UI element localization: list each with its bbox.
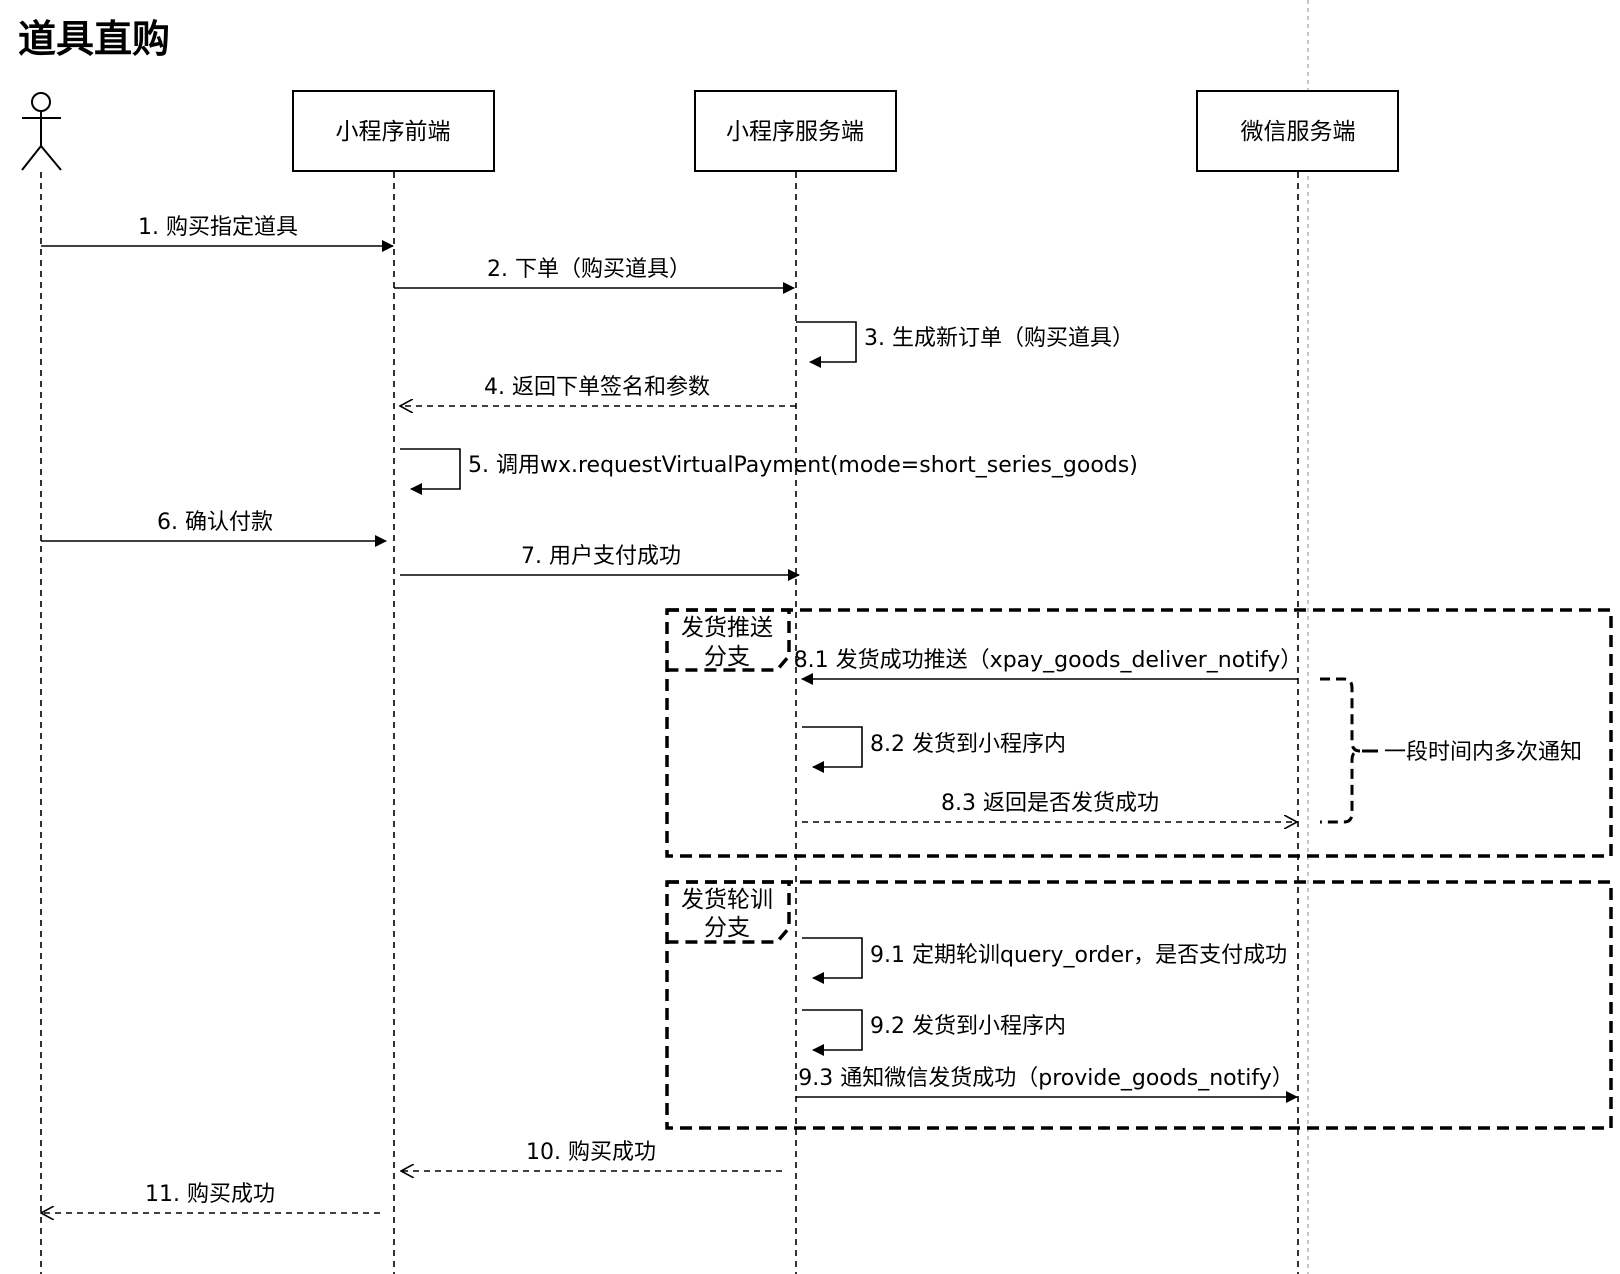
message-9-2-label: 9.2 发货到小程序内: [870, 1014, 1066, 1039]
message-8-3-label: 8.3 返回是否发货成功: [941, 791, 1159, 816]
message-9-3-label: 9.3 通知微信发货成功（provide_goods_notify）: [798, 1066, 1293, 1091]
message-5-label: 5. 调用wx.requestVirtualPayment(mode=short…: [468, 453, 1138, 478]
notification-brace: [1320, 677, 1361, 824]
message-3-label: 3. 生成新订单（购买道具）: [864, 326, 1134, 351]
message-3-arrow: [796, 321, 857, 368]
fragment-push-branch: 发货推送 分支: [665, 608, 1613, 858]
fragment-push-label-2: 分支: [704, 644, 750, 670]
message-11-label: 11. 购买成功: [145, 1182, 275, 1207]
participant-wechat-label: 微信服务端: [1241, 119, 1356, 145]
message-6-label: 6. 确认付款: [157, 510, 273, 535]
notification-note: 一段时间内多次通知: [1384, 740, 1582, 765]
fragment-poll-tab: [667, 880, 791, 944]
fragment-poll-label-1: 发货轮训: [681, 887, 773, 913]
participant-server-label: 小程序服务端: [726, 119, 864, 145]
participant-frontend-label: 小程序前端: [336, 119, 451, 145]
message-9-1-arrow: [802, 937, 863, 984]
fragment-poll-label-2: 分支: [704, 915, 750, 941]
message-9-2-arrow: [802, 1009, 863, 1056]
message-8-1-label: 8.1 发货成功推送（xpay_goods_deliver_notify）: [794, 648, 1303, 673]
fragment-push-tab: [667, 608, 791, 672]
message-10-label: 10. 购买成功: [526, 1140, 656, 1165]
participant-wechat: 微信服务端: [1196, 90, 1399, 172]
participant-server: 小程序服务端: [694, 90, 897, 172]
participant-frontend: 小程序前端: [292, 90, 495, 172]
message-1-label: 1. 购买指定道具: [138, 215, 298, 240]
diagram-title: 道具直购: [18, 17, 170, 61]
message-4-label: 4. 返回下单签名和参数: [484, 375, 710, 400]
message-5-arrow: [400, 448, 461, 495]
actor-user-icon: [21, 92, 62, 171]
message-7-label: 7. 用户支付成功: [521, 544, 681, 569]
message-9-1-label: 9.1 定期轮训query_order，是否支付成功: [870, 943, 1287, 968]
fragment-poll-branch: 发货轮训 分支: [665, 880, 1613, 1130]
message-2-label: 2. 下单（购买道具）: [487, 257, 691, 282]
message-8-2-arrow: [802, 726, 863, 773]
message-8-2-label: 8.2 发货到小程序内: [870, 732, 1066, 757]
fragment-push-label-1: 发货推送: [681, 615, 773, 641]
